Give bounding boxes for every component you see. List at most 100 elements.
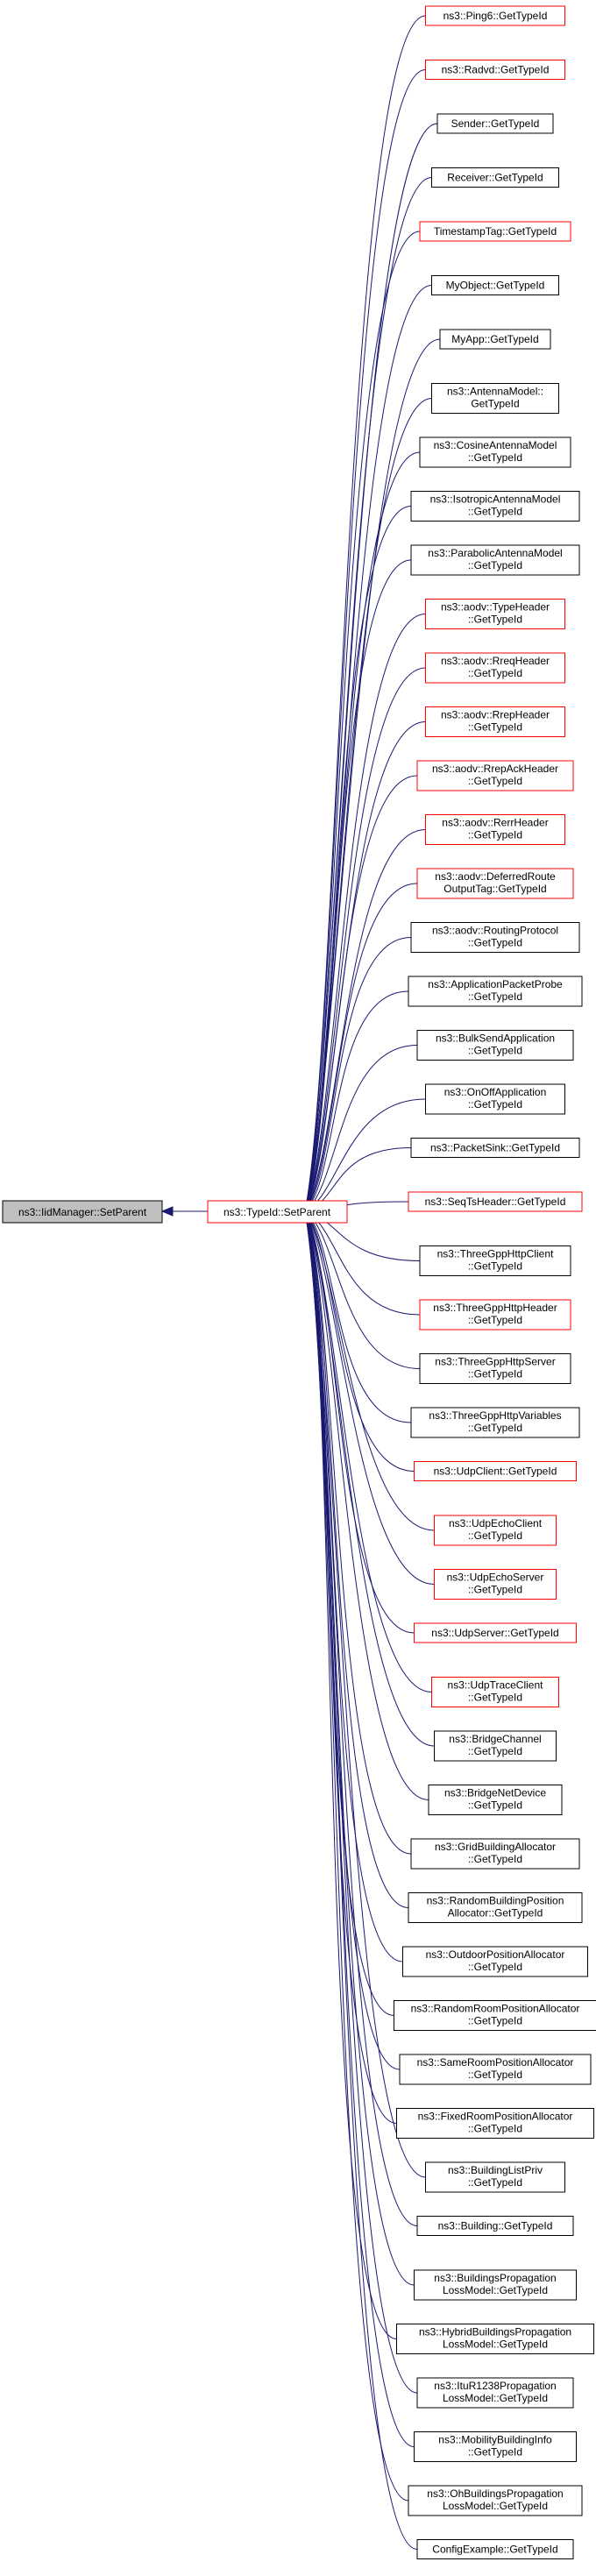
- node-label: ::GetTypeId: [468, 2015, 522, 2027]
- node-box: [425, 1083, 565, 1115]
- edge-timestamptag-gettypeid: [304, 231, 421, 1212]
- node-ns3-cosineantennamodel-gettypeid[interactable]: ns3::CosineAntennaModel::GetTypeId: [419, 436, 571, 468]
- node-ns3-building-gettypeid[interactable]: ns3::Building::GetTypeId: [416, 2216, 574, 2236]
- node-label: Receiver::GetTypeId: [447, 172, 543, 184]
- graph-edges: [160, 15, 441, 2550]
- node-label: ns3::OnOffApplication: [444, 1086, 547, 1098]
- node-label: ::GetTypeId: [468, 775, 522, 787]
- node-box: [416, 760, 574, 791]
- node-timestamptag-gettypeid[interactable]: TimestampTag::GetTypeId: [419, 221, 571, 242]
- node-ns3-threegpphttpclient-gettypeid[interactable]: ns3::ThreeGppHttpClient::GetTypeId: [419, 1245, 571, 1276]
- node-label: ConfigExample::GetTypeId: [432, 2544, 557, 2556]
- node-sender-gettypeid[interactable]: Sender::GetTypeId: [436, 113, 554, 134]
- node-ns3-fixedroompositionallocator-gettypeid[interactable]: ns3::FixedRoomPositionAllocator::GetType…: [396, 2108, 594, 2139]
- node-box: [434, 1730, 557, 1762]
- node-box: [402, 1946, 588, 1977]
- node-label: ns3::aodv::RerrHeader: [442, 817, 548, 829]
- node-ns3-aodv-routingprotocol-gettypeid[interactable]: ns3::aodv::RoutingProtocol::GetTypeId: [410, 922, 580, 953]
- node-ns3-itur1238propagationlossmodel-gettypeid[interactable]: ns3::ItuR1238PropagationLossModel::GetTy…: [416, 2377, 574, 2409]
- node-ns3-applicationpacketprobe-gettypeid[interactable]: ns3::ApplicationPacketProbe::GetTypeId: [408, 976, 583, 1007]
- node-label: ::GetTypeId: [468, 1422, 522, 1434]
- node-ns3-buildingspropagationlossmodel-gettypeid[interactable]: ns3::BuildingsPropagationLossModel::GetT…: [414, 2269, 577, 2301]
- node-label: ns3::aodv::RreqHeader: [441, 655, 550, 667]
- node-ns3-parabolicantennamodel-gettypeid[interactable]: ns3::ParabolicAntennaModel::GetTypeId: [410, 544, 580, 576]
- node-ns3-packetsink-gettypeid[interactable]: ns3::PacketSink::GetTypeId: [410, 1138, 580, 1158]
- node-label: ::GetTypeId: [468, 1529, 522, 1542]
- node-box: [425, 5, 565, 26]
- node-ns3-radvd-gettypeid[interactable]: ns3::Radvd::GetTypeId: [425, 60, 565, 80]
- node-label: ::GetTypeId: [468, 721, 522, 734]
- node-label: ::GetTypeId: [468, 1799, 522, 1812]
- node-ns3-seqtsheader-gettypeid[interactable]: ns3::SeqTsHeader::GetTypeId: [408, 1191, 583, 1212]
- edge-ns3-bridgenetdevice-gettypeid: [304, 1210, 429, 1800]
- node-ns3-threegpphttpheader-gettypeid[interactable]: ns3::ThreeGppHttpHeader::GetTypeId: [419, 1299, 571, 1331]
- node-box: [408, 1191, 583, 1212]
- node-label: ::GetTypeId: [468, 667, 522, 679]
- node-configexample-gettypeid[interactable]: ConfigExample::GetTypeId: [416, 2539, 574, 2559]
- node-label: ns3::BridgeNetDevice: [444, 1787, 546, 1799]
- node-ns3-aodv-rreqheader-gettypeid[interactable]: ns3::aodv::RreqHeader::GetTypeId: [425, 652, 565, 684]
- node-label: LossModel::GetTypeId: [443, 2338, 548, 2351]
- node-ns3-ohbuildingspropagationlossmodel-gettypeid[interactable]: ns3::OhBuildingsPropagationLossModel::Ge…: [408, 2485, 583, 2516]
- node-ns3-hybridbuildingspropagationlossmodel-gettypeid[interactable]: ns3::HybridBuildingsPropagationLossModel…: [396, 2324, 594, 2354]
- edge-ns3-udpechoserver-gettypeid: [304, 1210, 435, 1585]
- node-ns3-threegpphttpvariables-gettypeid[interactable]: ns3::ThreeGppHttpVariables::GetTypeId: [410, 1407, 580, 1438]
- node-ns3-sameroompositionallocator-gettypeid[interactable]: ns3::SameRoomPositionAllocator::GetTypeI…: [399, 2054, 592, 2085]
- node-label: ns3::OutdoorPositionAllocator: [426, 1948, 565, 1961]
- node-ns3-udpechoserver-gettypeid[interactable]: ns3::UdpEchoServer::GetTypeId: [434, 1569, 557, 1600]
- node-label: ns3::UdpEchoServer: [447, 1572, 544, 1584]
- node-ns3-udptraceclient-gettypeid[interactable]: ns3::UdpTraceClient::GetTypeId: [431, 1677, 559, 1707]
- node-ns3-aodv-rrepackheader-gettypeid[interactable]: ns3::aodv::RrepAckHeader::GetTypeId: [416, 760, 574, 791]
- node-iidmanager-setparent[interactable]: ns3::IidManager::SetParent: [2, 1200, 163, 1224]
- node-ns3-randombuildingpositionallocator-gettypeid[interactable]: ns3::RandomBuildingPositionAllocator::Ge…: [408, 1892, 583, 1923]
- node-box: [419, 436, 571, 468]
- node-label: ns3::aodv::RrepAckHeader: [432, 763, 558, 775]
- node-ns3-aodv-deferredrouteoutputtag-gettypeid[interactable]: ns3::aodv::DeferredRouteOutputTag::GetTy…: [416, 868, 574, 899]
- edge-ns3-isotropicantennamodel-gettypeid: [304, 506, 412, 1212]
- node-ns3-bridgenetdevice-gettypeid[interactable]: ns3::BridgeNetDevice::GetTypeId: [428, 1785, 563, 1815]
- node-ns3-outdoorpositionallocator-gettypeid[interactable]: ns3::OutdoorPositionAllocator::GetTypeId: [402, 1946, 588, 1977]
- node-ns3-onoffapplication-gettypeid[interactable]: ns3::OnOffApplication::GetTypeId: [425, 1083, 565, 1115]
- node-label: ::GetTypeId: [468, 1692, 522, 1704]
- node-ns3-isotropicantennamodel-gettypeid[interactable]: ns3::IsotropicAntennaModel::GetTypeId: [410, 491, 580, 522]
- node-label: ns3::BridgeChannel: [449, 1733, 541, 1745]
- node-ns3-buildinglistpriv-gettypeid[interactable]: ns3::BuildingListPriv::GetTypeId: [425, 2161, 565, 2193]
- node-label: ns3::PacketSink::GetTypeId: [430, 1142, 560, 1154]
- node-ns3-udpserver-gettypeid[interactable]: ns3::UdpServer::GetTypeId: [414, 1622, 577, 1643]
- node-ns3-antennamodel-gettypeid[interactable]: ns3::AntennaModel::GetTypeId: [431, 383, 559, 414]
- node-box: [419, 221, 571, 242]
- node-box: [419, 1299, 571, 1331]
- node-ns3-bulksendapplication-gettypeid[interactable]: ns3::BulkSendApplication::GetTypeId: [416, 1030, 574, 1061]
- node-label: ns3::ItuR1238Propagation: [434, 2380, 556, 2392]
- node-label: ::GetTypeId: [468, 1368, 522, 1380]
- node-label: ::GetTypeId: [468, 506, 522, 518]
- node-myapp-gettypeid[interactable]: MyApp::GetTypeId: [439, 329, 551, 350]
- node-receiver-gettypeid[interactable]: Receiver::GetTypeId: [431, 167, 559, 188]
- node-label: ::GetTypeId: [468, 1584, 522, 1596]
- edge-ns3-applicationpacketprobe-gettypeid: [304, 990, 409, 1212]
- node-box: [425, 60, 565, 80]
- node-ns3-mobilitybuildinginfo-gettypeid[interactable]: ns3::MobilityBuildingInfo::GetTypeId: [414, 2431, 577, 2462]
- node-ns3-aodv-rerrheader-gettypeid[interactable]: ns3::aodv::RerrHeader::GetTypeId: [425, 814, 565, 845]
- node-label: LossModel::GetTypeId: [443, 2392, 548, 2404]
- node-ns3-ping6-gettypeid[interactable]: ns3::Ping6::GetTypeId: [425, 5, 565, 26]
- node-ns3-bridgechannel-gettypeid[interactable]: ns3::BridgeChannel::GetTypeId: [434, 1730, 557, 1762]
- node-label: ::GetTypeId: [468, 1314, 522, 1326]
- node-ns3-gridbuildingallocator-gettypeid[interactable]: ns3::GridBuildingAllocator::GetTypeId: [410, 1838, 580, 1870]
- edge-ns3-randombuildingpositionallocator-gettypeid: [304, 1210, 409, 1908]
- node-myobject-gettypeid[interactable]: MyObject::GetTypeId: [431, 275, 559, 295]
- node-ns3-udpclient-gettypeid[interactable]: ns3::UdpClient::GetTypeId: [414, 1461, 577, 1481]
- node-ns3-aodv-rrepheader-gettypeid[interactable]: ns3::aodv::RrepHeader::GetTypeId: [425, 706, 565, 737]
- node-label: ns3::SameRoomPositionAllocator: [417, 2056, 574, 2069]
- edge-ns3-gridbuildingallocator-gettypeid: [304, 1210, 412, 1855]
- node-label: ::GetTypeId: [468, 451, 522, 464]
- node-typeid-setparent[interactable]: ns3::TypeId::SetParent: [207, 1200, 348, 1224]
- node-ns3-aodv-typeheader-gettypeid[interactable]: ns3::aodv::TypeHeader::GetTypeId: [425, 599, 565, 629]
- node-box: [425, 706, 565, 737]
- node-label: ns3::Ping6::GetTypeId: [443, 10, 548, 22]
- node-ns3-randomroompositionallocator-gettypeid[interactable]: ns3::RandomRoomPositionAllocator::GetTyp…: [394, 2000, 596, 2031]
- node-label: ns3::ThreeGppHttpServer: [435, 1356, 555, 1368]
- node-ns3-udpechoclient-gettypeid[interactable]: ns3::UdpEchoClient::GetTypeId: [434, 1515, 557, 1546]
- edge-ns3-buildinglistpriv-gettypeid: [304, 1210, 426, 2178]
- node-ns3-threegpphttpserver-gettypeid[interactable]: ns3::ThreeGppHttpServer::GetTypeId: [419, 1353, 571, 1384]
